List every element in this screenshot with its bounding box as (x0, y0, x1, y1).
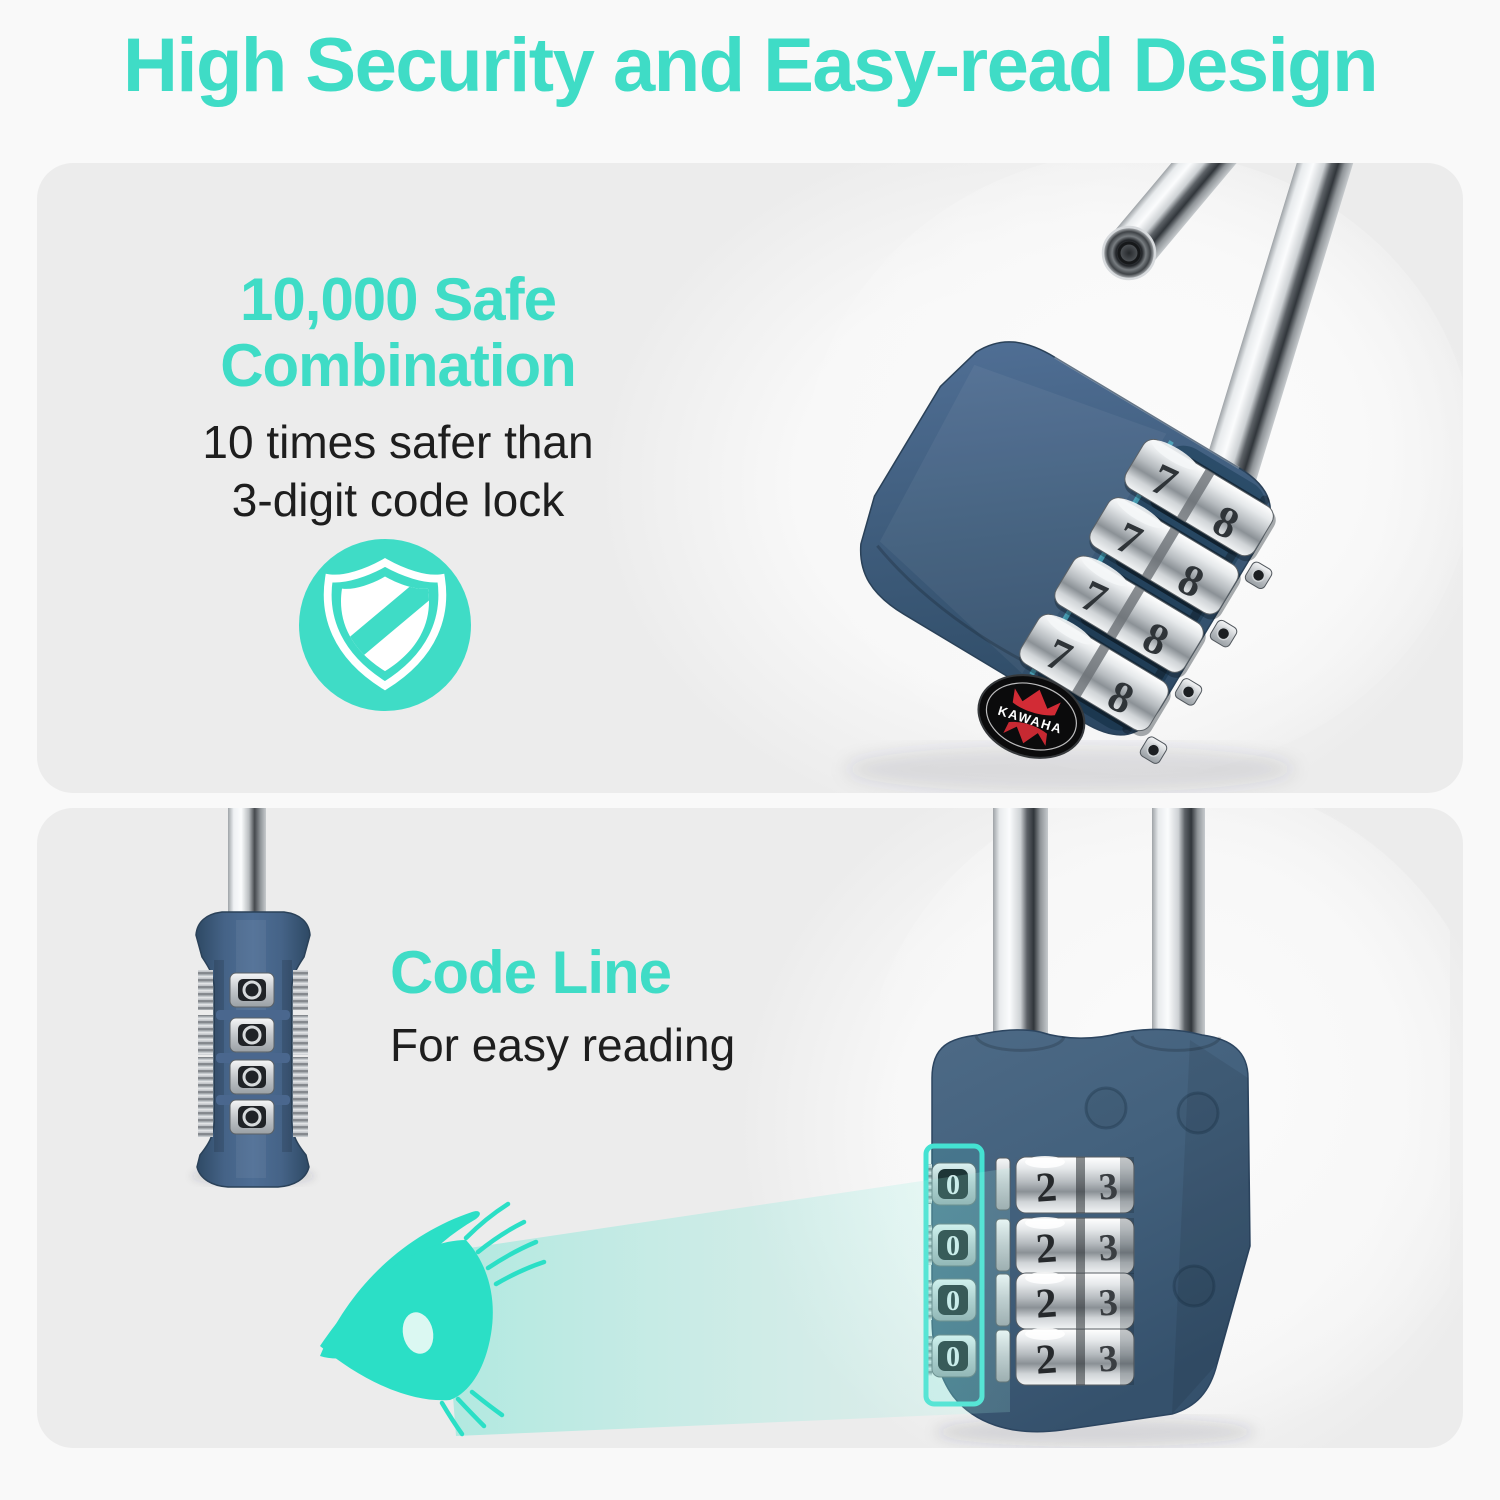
lower-lashes (439, 1389, 505, 1437)
dial-row-2 (198, 1015, 308, 1055)
dial-digit-right: 3 (1097, 1226, 1119, 1269)
dial-row-2: 7 8 (1089, 497, 1241, 620)
dial-row-3: 7 8 (1054, 555, 1206, 678)
sight-beam (442, 1168, 1010, 1436)
dial-digit-left: 2 (1034, 1280, 1058, 1327)
detent-pegs (1139, 561, 1273, 764)
shackle-long-leg (1181, 163, 1355, 561)
dial-digit-right: 3 (1097, 1337, 1119, 1380)
dial-row-4: 7 8 (1019, 613, 1171, 737)
lock-shadow (845, 745, 1295, 793)
shackle-end-cap (1101, 225, 1157, 281)
dial-row-3 (198, 1057, 308, 1097)
shackle-rod-right (1152, 808, 1205, 1048)
crown-icon (1012, 688, 1061, 716)
bottom-sub: For easy reading (390, 1019, 736, 1071)
top-heading-line2: Combination (220, 332, 577, 399)
shackle-rod (228, 808, 266, 928)
small-padlock-photo (191, 808, 315, 1188)
top-heading-line1: 10,000 Safe (240, 266, 557, 333)
dial-digit-left: 2 (1034, 1225, 1058, 1272)
shield-icon (299, 539, 471, 711)
pupil-highlight (402, 1312, 434, 1354)
dial-digit-right: 3 (1097, 1281, 1119, 1324)
top-sub-line1: 10 times safer than (202, 416, 594, 468)
page-title: High Security and Easy-read Design (122, 23, 1379, 108)
bottom-heading: Code Line (390, 939, 672, 1006)
shackle-rod-left (993, 808, 1048, 1048)
dial-digit-right: 3 (1097, 1165, 1119, 1208)
shackle-open-end (1101, 163, 1241, 281)
eye-icon (320, 1201, 547, 1437)
bottom-feature-panel: Code Line For easy reading (37, 808, 1463, 1448)
dial-digit-left: 2 (1034, 1336, 1058, 1383)
top-padlock-photo: 7 8 7 8 7 (805, 163, 1463, 793)
top-lock-body: 7 8 7 8 7 (859, 341, 1276, 764)
dial-digit-left: 2 (1034, 1164, 1058, 1211)
upper-lashes (463, 1201, 547, 1287)
dial-row-1: 7 8 (1124, 438, 1276, 562)
eye-beam-illustration (320, 1168, 1010, 1437)
top-sub-line2: 3-digit code lock (231, 474, 565, 526)
top-panel-text: 10,000 Safe Combination 10 times safer t… (157, 267, 639, 529)
brand-logo: KAWAHA (977, 674, 1086, 759)
bottom-panel-text: Code Line For easy reading (390, 940, 735, 1074)
top-feature-panel: 10,000 Safe Combination 10 times safer t… (37, 163, 1463, 793)
dial-row-1 (198, 970, 308, 1010)
dial-row-4 (198, 1097, 308, 1137)
